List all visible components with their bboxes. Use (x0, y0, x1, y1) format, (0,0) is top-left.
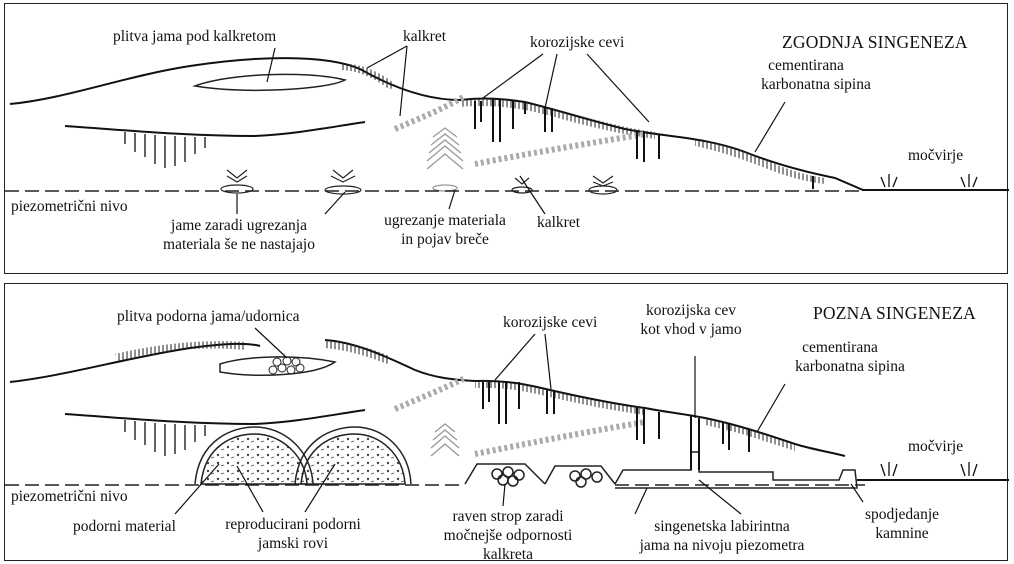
label-subsidence-2: in pojav breče (365, 231, 525, 249)
breccia-symbol (431, 424, 459, 456)
label-pipe-entrance-1: korozijska cev (617, 302, 765, 320)
panel-late-syngenesis: POZNA SINGENEZA plitva podorna jama/udor… (4, 283, 1008, 561)
calcrete-layer-lower (475, 422, 645, 454)
label-piezometric-level: piezometrični nivo (11, 198, 128, 216)
buried-calcrete (65, 122, 365, 136)
label-doline: plitva podorna jama/udornica (117, 308, 300, 326)
label-piezometric-level: piezometrični nivo (11, 488, 128, 506)
label-calcrete: kalkret (403, 28, 446, 46)
panel-title: ZGODNJA SINGENEZA (782, 33, 968, 51)
label-labyrinth-2: jama na nivoju piezometra (617, 537, 827, 555)
corrosion-pipes (475, 99, 813, 189)
label-pits-not-2: materiala še ne nastajajo (127, 236, 351, 254)
dune-crest-hatch (475, 381, 645, 415)
label-calcrete-2: kalkret (537, 214, 580, 232)
label-corrosion-pipes: korozijske cevi (530, 34, 624, 52)
panel-title: POZNA SINGENEZA (813, 304, 976, 322)
label-breakdown: podorni material (73, 518, 176, 536)
label-marsh: močvirje (908, 438, 963, 456)
label-flat-roof-1: raven strop zaradi (433, 508, 583, 526)
marsh-tufts (881, 174, 977, 187)
label-corrosion-pipes: korozijske cevi (503, 314, 597, 332)
label-cemented-dune-2: karbonatna sipina (747, 76, 885, 94)
labyrinth-cave (615, 452, 857, 488)
label-cemented-dune-1: cementirana (781, 339, 899, 357)
calcrete-layer-dashed (395, 378, 465, 409)
surface-calcrete-right (325, 340, 390, 364)
label-reproduced-2: jamski rovi (213, 535, 373, 553)
shallow-pit (195, 74, 345, 90)
label-labyrinth-1: singenetska labirintna (617, 518, 827, 536)
label-cemented-dune-2: karbonatna sipina (781, 358, 919, 376)
calcrete-layer-dashed (395, 96, 465, 129)
marsh-tufts (881, 462, 977, 476)
label-shallow-pit: plitva jama pod kalkretom (113, 28, 276, 46)
label-reproduced-1: reproducirani podorni (213, 516, 373, 534)
flat-roof-chambers (465, 464, 615, 487)
label-undercut-1: spodjedanje (847, 506, 957, 524)
doline-rubble (269, 357, 304, 374)
dune-crest-hatch (460, 99, 655, 140)
panel-early-syngenesis: ZGODNJA SINGENEZA plitva jama pod kalkre… (4, 3, 1008, 274)
calcrete-pendants (125, 420, 205, 456)
label-undercut-2: kamnine (847, 525, 957, 543)
label-flat-roof-2: močnejše odpornosti (433, 527, 583, 545)
dune-lower-hatch (695, 139, 825, 184)
label-cemented-dune-1: cementirana (747, 57, 865, 75)
breakdown-dome-2 (301, 434, 405, 484)
label-pipe-entrance-2: kot vhod v jamo (617, 321, 765, 339)
label-flat-roof-3: kalkreta (433, 546, 583, 564)
buried-calcrete (65, 410, 365, 424)
label-pits-not-1: jame zaradi ugrezanja (127, 217, 351, 235)
calcrete-pendants (125, 132, 205, 168)
label-marsh: močvirje (908, 147, 963, 165)
breccia-symbol (427, 128, 463, 191)
leader-lines (175, 328, 863, 514)
breakdown-dome-1 (201, 434, 307, 484)
label-subsidence-1: ugrezanje materiala (365, 212, 525, 230)
